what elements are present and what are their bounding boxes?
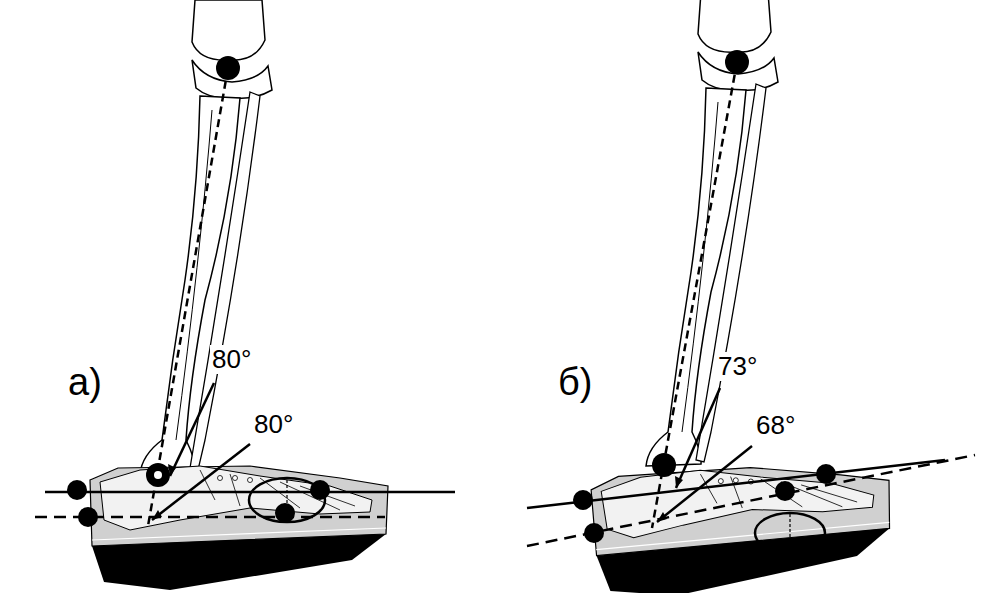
- angle-value: 73°: [716, 352, 759, 381]
- angle-value: 80°: [252, 410, 295, 439]
- panel-letter: а): [66, 362, 104, 404]
- angle-value: 80°: [210, 345, 253, 374]
- panel-letter: б): [556, 362, 594, 404]
- angle-value: 68°: [754, 411, 797, 440]
